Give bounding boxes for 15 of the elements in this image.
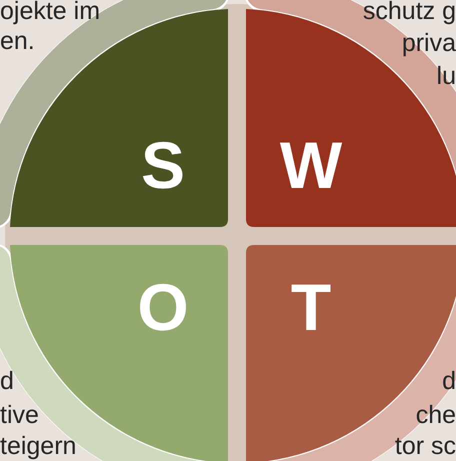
text-fragment: teigern (0, 431, 76, 461)
text-fragment: lu (436, 61, 456, 91)
quadrant-letter: O (137, 274, 189, 340)
quadrant-letter: T (290, 274, 332, 340)
text-fragment: d (442, 366, 456, 396)
text-fragment: en. (0, 26, 35, 56)
quadrant-letter: W (280, 132, 342, 198)
text-fragment: d (0, 366, 14, 396)
text-fragment: che (416, 400, 456, 430)
text-fragment: ojekte im (0, 0, 100, 26)
text-fragment: tor sc (394, 431, 456, 461)
quadrant-letter: S (140, 132, 186, 198)
text-fragment: tive (0, 400, 39, 430)
text-fragment: schutz g (362, 0, 456, 26)
text-fragment: priva (402, 28, 456, 58)
